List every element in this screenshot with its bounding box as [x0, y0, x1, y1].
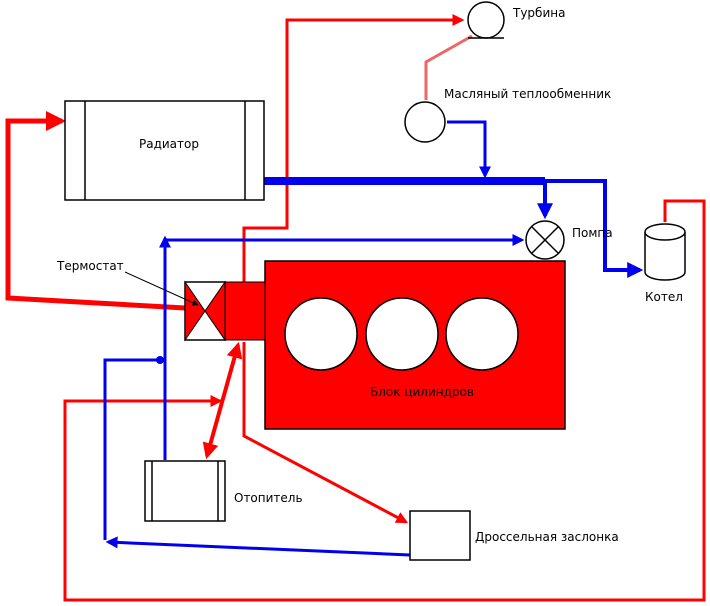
pipe-engine-to-turbine: [242, 14, 465, 282]
throttle-label: Дроссельная заслонка: [475, 530, 619, 544]
pipe-throttle-return: [105, 536, 411, 557]
pump: Помпа: [525, 220, 613, 260]
cylinder-block: Блок цилиндров: [224, 260, 566, 430]
junction-node: [156, 356, 164, 364]
radiator: Радиатор: [64, 100, 265, 201]
pump-label: Помпа: [572, 226, 613, 240]
cylinder-2: [365, 297, 439, 371]
pipe-oil-cooler-out: [447, 120, 491, 179]
cylinder-block-label: Блок цилиндров: [370, 385, 474, 399]
radiator-label: Радиатор: [139, 137, 199, 151]
pipe-thermostat-to-radiator: [5, 111, 186, 311]
cylinder-1: [284, 297, 358, 371]
pipe-heater-engine: [202, 341, 243, 460]
hot-coolant-lines: [5, 14, 706, 602]
cold-coolant-lines: [103, 120, 644, 557]
heater-label: Отопитель: [234, 491, 303, 505]
pipe-boiler-loop: [63, 199, 706, 602]
thermostat-pointer: [124, 271, 199, 306]
oil-cooler-label: Масляный теплообменник: [444, 87, 611, 101]
boiler: Котел: [644, 223, 686, 304]
pipe-turbine-to-oil-cooler: [424, 34, 473, 100]
thermostat: Термостат: [56, 259, 226, 342]
oil-cooler: Масляный теплообменник: [404, 87, 611, 143]
turbine: Турбина: [467, 1, 565, 39]
throttle: Дроссельная заслонка: [409, 510, 619, 561]
pipe-left-return: [103, 358, 160, 540]
boiler-label: Котел: [645, 290, 683, 304]
cylinder-3: [445, 297, 519, 371]
turbine-label: Турбина: [512, 6, 565, 20]
pipe-to-boiler: [545, 179, 644, 278]
thermostat-label: Термостат: [56, 259, 124, 273]
heater: Отопитель: [144, 460, 303, 522]
pipe-engine-to-throttle: [242, 342, 409, 524]
